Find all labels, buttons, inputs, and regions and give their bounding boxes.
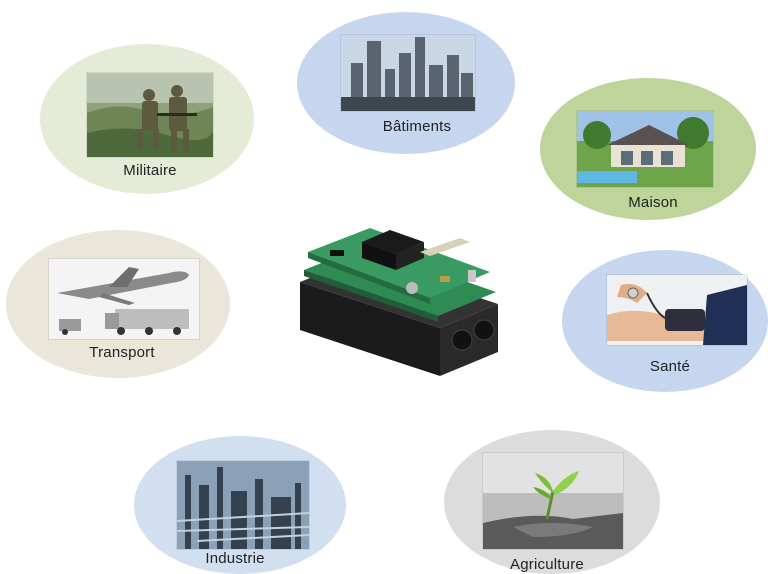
- plane-truck-photo: [48, 258, 200, 340]
- sector-label-agriculture: Agriculture: [510, 556, 584, 573]
- sector-label-transport: Transport: [89, 344, 155, 361]
- sector-label-sante: Santé: [649, 358, 691, 375]
- city-skyline-photo: [340, 34, 476, 112]
- sector-label-militaire: Militaire: [123, 162, 177, 179]
- military-soldiers-photo: [86, 72, 214, 158]
- sector-label-industrie: Industrie: [205, 550, 265, 567]
- plant-in-hands-photo: [482, 452, 624, 550]
- sector-label-batiments: Bâtiments: [382, 118, 452, 135]
- sensor-node-board-icon: [290, 212, 510, 382]
- house-photo: [576, 110, 714, 188]
- industrial-plant-photo: [176, 460, 310, 550]
- blood-pressure-photo: [606, 274, 748, 346]
- sector-label-maison: Maison: [628, 194, 678, 211]
